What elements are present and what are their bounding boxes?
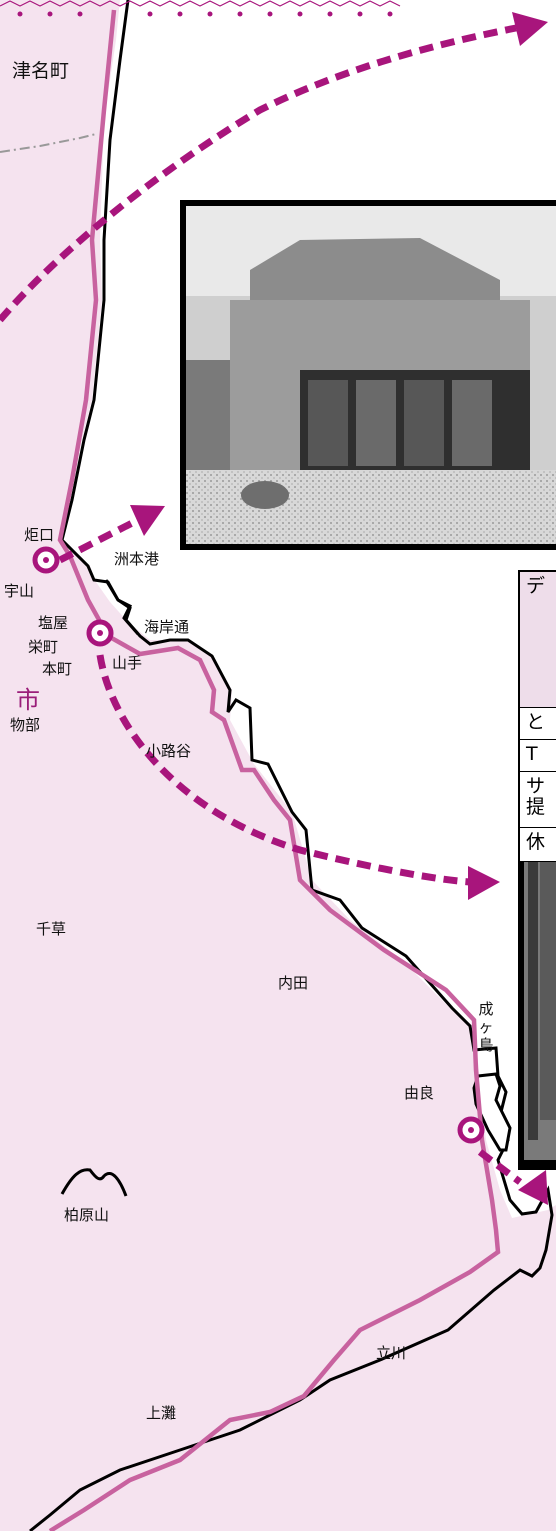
label-narugashima: 成ヶ島 (478, 1000, 494, 1054)
label-monobe: 物部 (10, 716, 41, 734)
port-pier (104, 579, 140, 635)
arrowhead-top (512, 12, 548, 46)
label-honmachi: 本町 (42, 660, 73, 678)
label-city: 市 (16, 686, 40, 714)
town-boundary (0, 133, 97, 153)
railway-road (48, 9, 501, 1531)
arrow-taimatsu (58, 516, 140, 564)
arrowhead-taimatsu (130, 505, 165, 536)
table-header: デ (520, 572, 556, 708)
top-border-dots (17, 11, 393, 17)
shop-building-photo (180, 200, 556, 550)
label-tatekawa: 立川 (376, 1344, 407, 1362)
label-yura: 由良 (404, 1084, 435, 1102)
arrow-top-curve (0, 24, 517, 323)
label-taimatsu: 炬口 (24, 526, 55, 544)
label-kamisaka: 上灘 (146, 1404, 177, 1422)
info-table: デ と T サ 提 休 (518, 570, 556, 862)
arrow-heads (130, 12, 548, 1205)
label-komichidani: 小路谷 (146, 742, 192, 760)
label-kashiwarayama: 柏原山 (64, 1206, 110, 1224)
label-shioya: 塩屋 (38, 614, 69, 632)
label-uchida: 内田 (278, 974, 309, 992)
label-uyama: 宇山 (4, 582, 35, 600)
label-sakaemachi: 栄町 (28, 638, 59, 656)
arrowhead-yamate (468, 866, 500, 900)
label-chigusa: 千草 (36, 920, 67, 938)
table-row: T (520, 740, 556, 772)
arrow-yamate (96, 654, 471, 886)
label-tsuna: 津名町 (12, 60, 70, 82)
route-arrows (0, 24, 523, 1185)
mountain-icon (60, 1168, 128, 1197)
arrowhead-yura (518, 1170, 548, 1205)
arrow-yura (477, 1149, 523, 1185)
label-yamate: 山手 (112, 654, 143, 672)
label-sumoto-port: 洲本港 (114, 550, 160, 568)
table-row: と (520, 708, 556, 740)
narugashima-island (472, 1072, 512, 1152)
label-kaigandori: 海岸通 (144, 618, 190, 636)
top-border (0, 0, 401, 7)
table-row: 休 (520, 828, 556, 862)
table-row: サ 提 (520, 772, 556, 828)
coastline (29, 0, 554, 1531)
station-markers (32, 546, 485, 1144)
